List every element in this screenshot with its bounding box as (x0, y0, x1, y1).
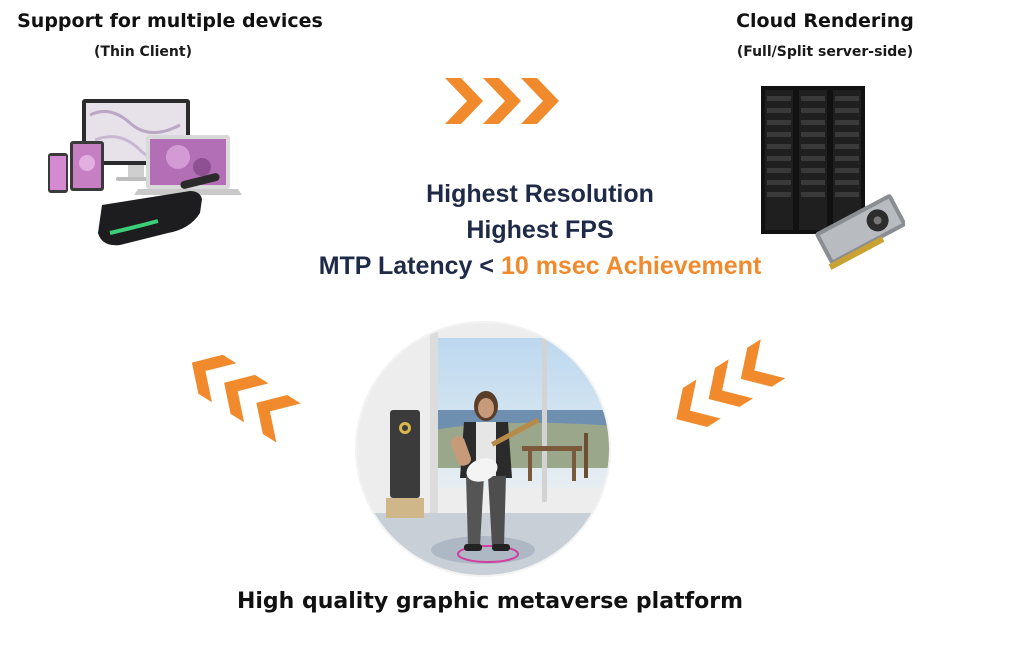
performance-highlights: Highest Resolution Highest FPS MTP Laten… (290, 176, 790, 284)
devices-subtitle: (Thin Client) (94, 44, 192, 60)
guitarist-avatar-in-room (355, 321, 611, 577)
mtp-latency-label: MTP Latency < (318, 252, 494, 280)
up-left-arrows-icon (191, 354, 301, 443)
cloud-rendering-subtitle: (Full/Split server-side) (736, 44, 914, 60)
cloud-rendering-title: Cloud Rendering (736, 10, 914, 32)
down-left-arrows-icon (676, 339, 786, 428)
right-arrows-icon (445, 78, 559, 124)
server-rack-with-gpu-icon (761, 86, 905, 270)
devices-title: Support for multiple devices (17, 10, 323, 32)
latency-achievement: 10 msec Achievement (500, 252, 762, 280)
multiple-devices-icon (48, 99, 242, 246)
highest-fps-text: Highest FPS (466, 216, 614, 244)
highest-resolution-text: Highest Resolution (426, 180, 654, 208)
mtp-latency-text: MTP Latency < 10 msec Achievement (290, 248, 790, 284)
platform-title: High quality graphic metaverse platform (236, 589, 744, 614)
